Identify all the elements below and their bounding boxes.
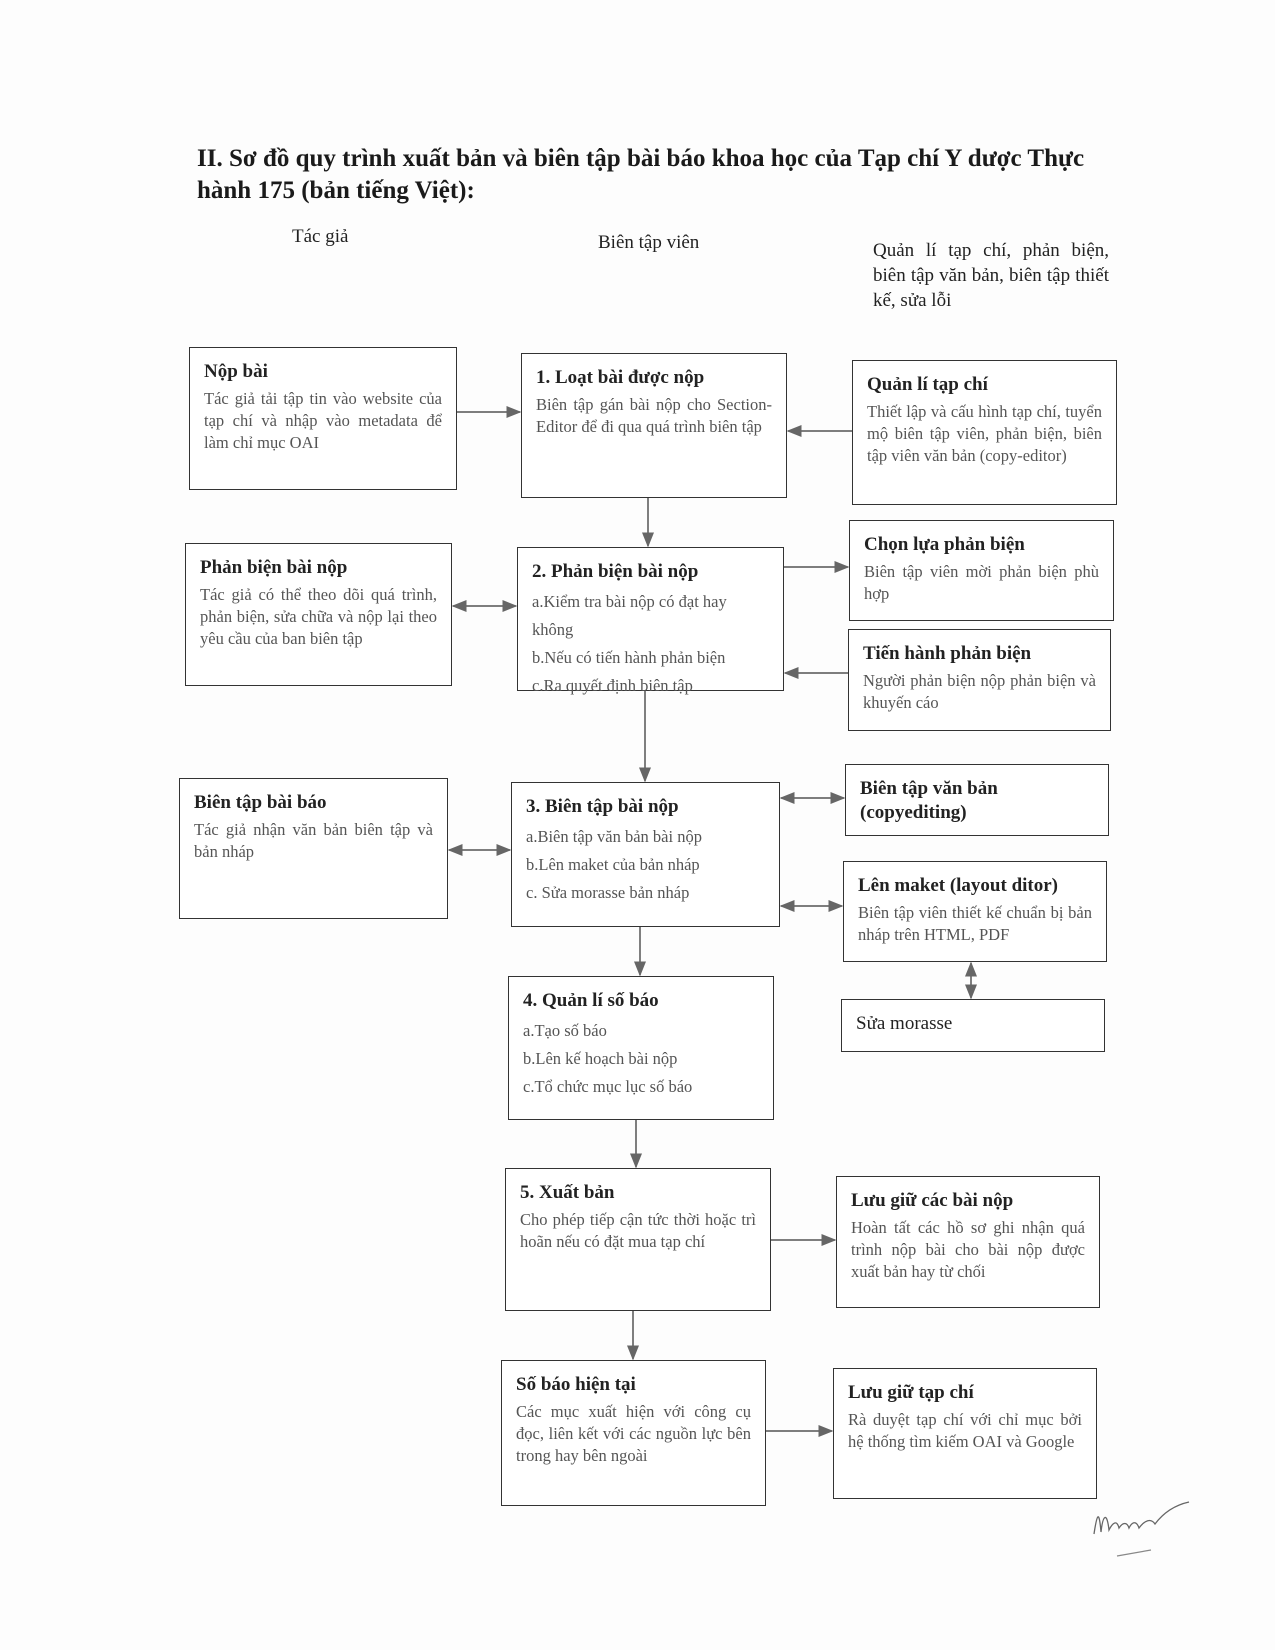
box-step5: 5. Xuất bản Cho phép tiếp cận tức thời h… (505, 1168, 771, 1311)
box-current-issue: Số báo hiện tại Các mục xuất hiện với cô… (501, 1360, 766, 1506)
box-title: Phản biện bài nộp (200, 557, 348, 578)
handwritten-signature (1093, 1501, 1190, 1557)
box-layout: Lên maket (layout ditor) Biên tập viên t… (843, 861, 1107, 962)
box-title: 1. Loạt bài được nộp (536, 367, 705, 388)
box-body: Biên tập viên thiết kế chuẩn bị bản nháp… (858, 903, 1092, 944)
box-body: Tác giả có thể theo dõi quá trình, phản … (200, 585, 437, 648)
box-journal-management: Quản lí tạp chí Thiết lập và cấu hình tạ… (852, 360, 1117, 505)
box-do-review: Tiến hành phản biện Người phản biện nộp … (848, 629, 1111, 731)
column-header-management: Quản lí tạp chí, phản biện, biên tập văn… (873, 240, 1109, 311)
box-archive-submissions: Lưu giữ các bài nộp Hoàn tất các hồ sơ g… (836, 1176, 1100, 1308)
box-copyediting: Biên tập văn bản (copyediting) (845, 764, 1109, 836)
box-body: Biên tập viên mời phản biện phù hợp (864, 562, 1099, 603)
box-title: Chọn lựa phản biện (864, 534, 1025, 555)
box-title: Lưu giữ các bài nộp (851, 1190, 1014, 1211)
box-body: Người phản biện nộp phản biện và khuyến … (863, 671, 1096, 712)
box-item: a.Biên tập văn bản bài nộp (526, 827, 702, 846)
box-author-edit: Biên tập bài báo Tác giả nhận văn bản bi… (179, 778, 448, 919)
box-item: c.Ra quyết định biên tập (532, 676, 693, 695)
box-title: Lên maket (layout ditor) (858, 875, 1059, 896)
box-step2: 2. Phản biện bài nộp a.Kiểm tra bài nộp … (517, 547, 784, 695)
box-item: b.Lên kế hoạch bài nộp (523, 1049, 678, 1068)
box-title: 4. Quản lí số báo (523, 990, 659, 1011)
box-title: 3. Biên tập bài nộp (526, 796, 679, 817)
box-title: Biên tập văn bản (copyediting) (860, 778, 998, 823)
box-title: Quản lí tạp chí (867, 374, 988, 395)
box-body: Thiết lập và cấu hình tạp chí, tuyển mộ … (867, 402, 1102, 465)
box-title: Số báo hiện tại (516, 1374, 636, 1395)
box-title: Nộp bài (204, 361, 268, 382)
box-step3: 3. Biên tập bài nộp a.Biên tập văn bản b… (511, 782, 780, 927)
box-submit: Nộp bài Tác giả tải tập tin vào website … (189, 347, 457, 490)
box-body: Cho phép tiếp cận tức thời hoặc trì hoãn… (520, 1210, 756, 1251)
box-body: Rà duyệt tạp chí với chỉ mục bởi hệ thốn… (848, 1410, 1082, 1451)
box-body: Các mục xuất hiện với công cụ đọc, liên … (516, 1402, 751, 1465)
box-title: 5. Xuất bản (520, 1182, 615, 1203)
box-body: Hoàn tất các hồ sơ ghi nhận quá trình nộ… (851, 1218, 1085, 1281)
box-title: 2. Phản biện bài nộp (532, 561, 699, 582)
box-item: a.Kiểm tra bài nộp có đạt hay không (532, 592, 727, 639)
box-body: Tác giả tải tập tin vào website của tạp … (204, 389, 442, 452)
box-step1: 1. Loạt bài được nộp Biên tập gán bài nộ… (521, 353, 787, 498)
column-header-editor: Biên tập viên (598, 232, 700, 253)
box-item: c.Tổ chức mục lục số báo (523, 1077, 693, 1096)
box-item: b.Lên maket của bản nháp (526, 855, 700, 874)
box-title: Lưu giữ tạp chí (848, 1382, 974, 1403)
box-author-review: Phản biện bài nộp Tác giả có thể theo dõ… (185, 543, 452, 686)
box-body: Biên tập gán bài nộp cho Section-Editor … (536, 395, 772, 436)
box-body: Tác giả nhận văn bản biên tập và bản nhá… (194, 820, 433, 861)
box-title: Tiến hành phản biện (863, 643, 1032, 664)
box-proof: Sửa morasse (841, 999, 1105, 1052)
box-archive-journal: Lưu giữ tạp chí Rà duyệt tạp chí với chỉ… (833, 1368, 1097, 1499)
box-item: b.Nếu có tiến hành phản biện (532, 648, 726, 667)
document-title: II. Sơ đồ quy trình xuất bản và biên tập… (197, 145, 1085, 204)
box-select-reviewer: Chọn lựa phản biện Biên tập viên mời phả… (849, 520, 1114, 621)
box-item: c. Sửa morasse bản nháp (526, 883, 690, 902)
box-item: a.Tạo số báo (523, 1021, 607, 1040)
column-header-author: Tác giả (292, 226, 349, 247)
box-step4: 4. Quản lí số báo a.Tạo số báo b.Lên kế … (508, 976, 774, 1120)
box-title: Sửa morasse (856, 1013, 953, 1034)
box-title: Biên tập bài báo (194, 792, 327, 813)
